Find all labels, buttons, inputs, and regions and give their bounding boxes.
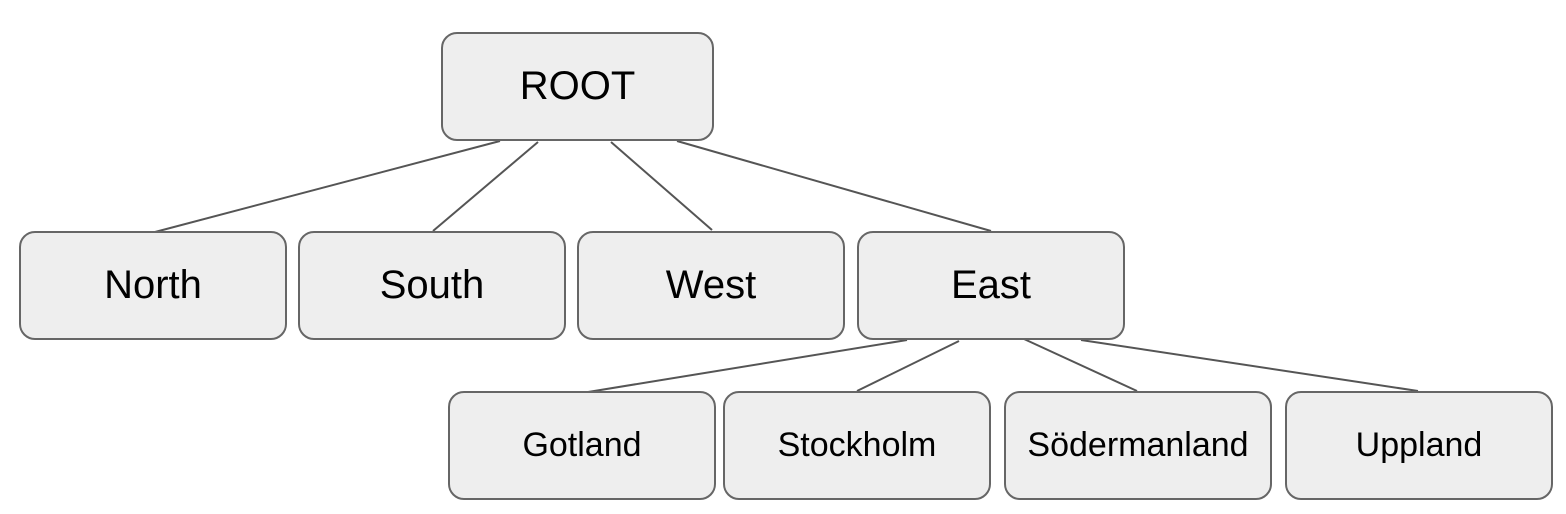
edge-root-east: [676, 140, 992, 232]
root-node-label: ROOT: [519, 64, 636, 108]
province-node-label: Södermanland: [1027, 426, 1249, 464]
province-node-label: Gotland: [522, 426, 642, 464]
edge-east-gotland: [581, 339, 908, 394]
edge-east-sodermanland: [1023, 338, 1138, 392]
region-node-label: South: [379, 263, 485, 307]
region-node-north: North: [19, 231, 287, 340]
province-node-label: Stockholm: [777, 426, 937, 464]
province-node-sodermanland: Södermanland: [1004, 391, 1272, 500]
province-node-gotland: Gotland: [448, 391, 716, 500]
province-node-stockholm: Stockholm: [723, 391, 991, 500]
region-node-label: East: [950, 263, 1032, 307]
edge-root-west: [610, 141, 713, 231]
edge-root-north: [154, 140, 501, 233]
region-node-east: East: [857, 231, 1125, 340]
region-node-west: West: [577, 231, 845, 340]
region-node-label: North: [104, 263, 202, 307]
edge-east-stockholm: [856, 340, 960, 392]
edge-east-uppland: [1080, 339, 1419, 392]
root-node: ROOT: [441, 32, 714, 141]
region-node-label: West: [665, 263, 757, 307]
region-node-south: South: [298, 231, 566, 340]
edge-root-south: [432, 141, 539, 232]
province-node-uppland: Uppland: [1285, 391, 1553, 500]
province-node-label: Uppland: [1355, 426, 1483, 464]
